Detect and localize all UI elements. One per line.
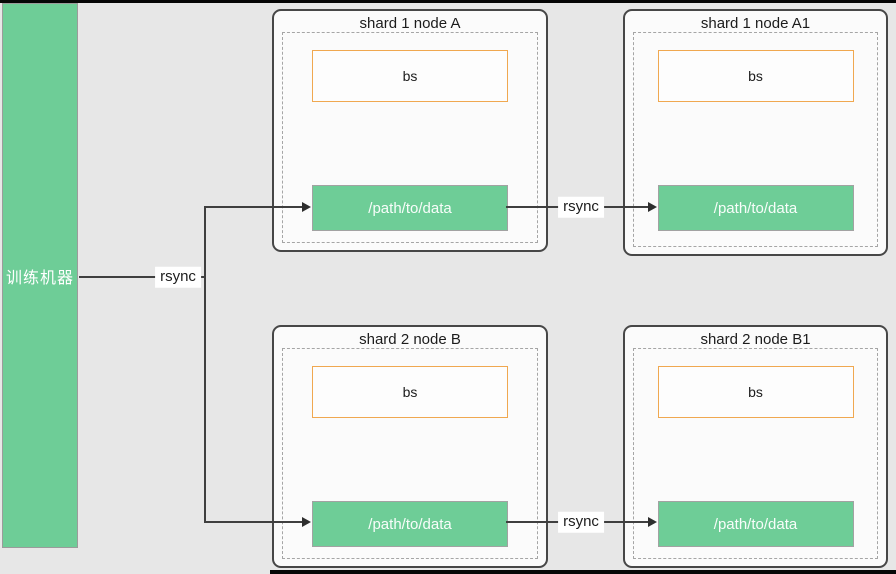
arrowhead-to-node-a1 xyxy=(648,202,657,212)
node-title: shard 1 node A xyxy=(359,15,461,32)
rsync-label-bottom: rsync xyxy=(558,511,604,533)
bs-label: bs xyxy=(748,384,763,400)
node-dashed-region xyxy=(282,348,538,559)
node-title: shard 2 node B1 xyxy=(700,331,811,348)
data-path-box: /path/to/data xyxy=(312,501,508,547)
bs-box: bs xyxy=(312,50,508,102)
arrowhead-to-node-b1 xyxy=(648,517,657,527)
bs-box: bs xyxy=(312,366,508,418)
node-shard-2-node-b: shard 2 node B bs /path/to/data xyxy=(272,325,548,568)
rsync-label-top: rsync xyxy=(558,196,604,218)
bottom-letterbox-bar xyxy=(270,570,896,574)
data-path-box: /path/to/data xyxy=(657,185,854,231)
node-shard-1-node-a: shard 1 node A bs /path/to/data xyxy=(272,9,548,252)
connector-to-node-b xyxy=(204,521,302,523)
data-path-label: /path/to/data xyxy=(713,199,798,217)
connector-to-node-a xyxy=(204,206,302,208)
bs-box: bs xyxy=(657,366,854,418)
node-title: shard 1 node A1 xyxy=(700,15,811,32)
rsync-label-source: rsync xyxy=(155,266,201,288)
connector-branch-trunk xyxy=(204,206,206,523)
data-path-label: /path/to/data xyxy=(713,515,798,533)
data-path-label: /path/to/data xyxy=(368,199,452,217)
bs-label: bs xyxy=(402,384,418,400)
node-dashed-region xyxy=(282,32,538,243)
connector-source-line xyxy=(79,276,205,278)
training-machine-node: 训练机器 xyxy=(2,3,78,548)
node-shard-1-node-a1: shard 1 node A1 bs /path/to/data xyxy=(623,9,888,256)
data-path-label: /path/to/data xyxy=(368,515,452,533)
training-machine-label: 训练机器 xyxy=(5,269,74,287)
bs-label: bs xyxy=(748,68,763,84)
bs-label: bs xyxy=(402,68,418,84)
node-shard-2-node-b1: shard 2 node B1 bs /path/to/data xyxy=(623,325,888,568)
node-dashed-region xyxy=(633,348,878,559)
bs-box: bs xyxy=(657,50,854,102)
arrowhead-to-node-b xyxy=(302,517,311,527)
data-path-box: /path/to/data xyxy=(312,185,508,231)
data-path-box: /path/to/data xyxy=(657,501,854,547)
node-dashed-region xyxy=(633,32,878,247)
top-letterbox-bar xyxy=(0,0,896,3)
node-title: shard 2 node B xyxy=(359,331,461,348)
arrowhead-to-node-a xyxy=(302,202,311,212)
